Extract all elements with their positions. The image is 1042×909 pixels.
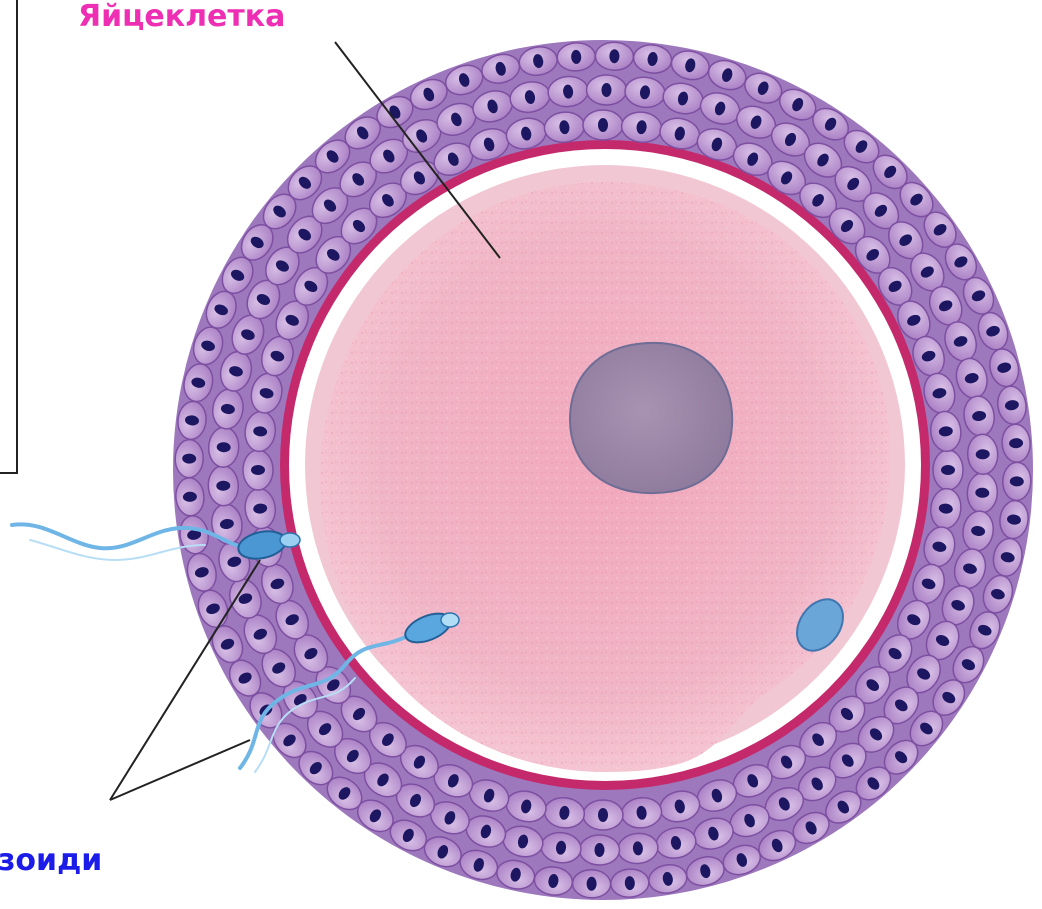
follicle-cell-nucleus: [941, 465, 955, 475]
sperm-label: зоиди: [0, 846, 102, 876]
follicle-cell-nucleus: [251, 465, 265, 475]
egg-nucleus: [570, 343, 732, 493]
sperm-label-pointer-2: [110, 740, 250, 800]
follicle-cell-nucleus: [598, 118, 608, 132]
egg-cell-label: Яйцеклетка: [78, 2, 285, 32]
follicle-cell-nucleus: [598, 808, 608, 822]
